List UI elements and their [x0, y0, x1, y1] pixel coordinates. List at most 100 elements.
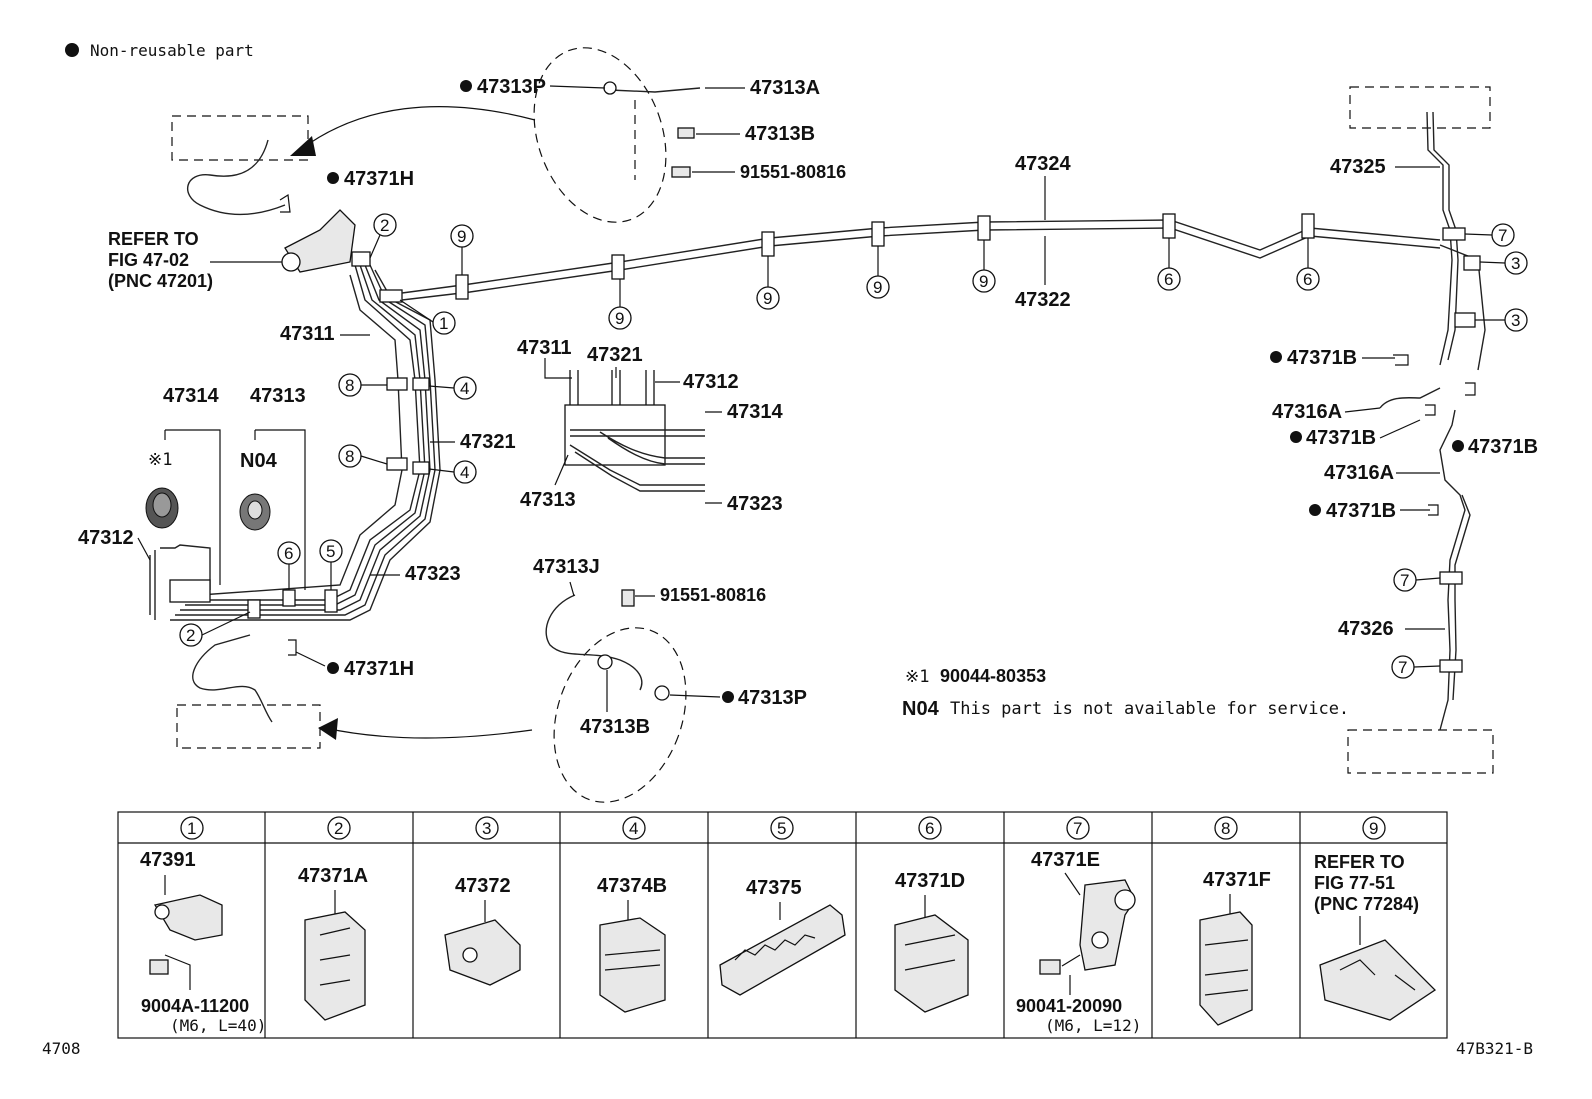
- refer-line1: REFER TO: [108, 229, 199, 249]
- line-47312-loop: [149, 544, 211, 620]
- clip-6-b: [1301, 213, 1315, 239]
- legend-text: Non-reusable part: [90, 41, 254, 60]
- clip-2-upper: [351, 251, 371, 267]
- svg-text:9: 9: [763, 289, 772, 308]
- reference-box-bottom-left: [176, 704, 321, 749]
- callout-7-mid: 7: [1393, 568, 1417, 592]
- svg-text:9: 9: [873, 278, 882, 297]
- table-header-6: 6: [918, 816, 942, 840]
- svg-text:6: 6: [925, 819, 934, 838]
- hose-47313A: [609, 87, 701, 93]
- label-47316A-1: 47316A: [1272, 401, 1342, 423]
- callout-3-b: 3: [1504, 308, 1528, 332]
- cell9-ref1: REFER TO: [1314, 852, 1405, 872]
- note-x1-mark: ※1: [905, 667, 929, 687]
- cell1-sub: 9004A-11200: [141, 996, 249, 1016]
- arrow-head-icon: [318, 718, 338, 740]
- callout-9-d: 9: [866, 275, 890, 299]
- svg-text:5: 5: [777, 819, 786, 838]
- reference-box-top-left: [171, 115, 309, 161]
- label-47371H-bottom: 47371H: [344, 658, 414, 680]
- label-91551-top: 91551-80816: [740, 162, 846, 182]
- arrow-head-icon: [290, 136, 316, 156]
- grommet-x1-icon: [145, 487, 179, 529]
- label-47371B-1: 47371B: [1287, 347, 1357, 369]
- master-cylinder-fitting: [284, 209, 356, 273]
- callout-9-e: 9: [972, 269, 996, 293]
- cell4-part: 47374B: [597, 875, 667, 897]
- cell1-bracket-icon: [153, 894, 223, 941]
- callout-6-a: 6: [1157, 267, 1181, 291]
- clip-47371B-1-icon: [1393, 354, 1409, 366]
- brake-line-47325: [1426, 111, 1486, 371]
- bolt-91551-bottom: [621, 589, 635, 607]
- callout-3-a: 3: [1504, 251, 1528, 275]
- table-header-5: 5: [770, 816, 794, 840]
- table-header-1: 1: [180, 816, 204, 840]
- svg-text:4: 4: [460, 379, 469, 398]
- cell1-bolt-icon: [149, 959, 169, 975]
- bracket-47312: [169, 579, 211, 603]
- clip-table: [117, 811, 1448, 1039]
- clip-47371B-3-icon: [1465, 382, 1476, 396]
- callout-7-top: 7: [1491, 223, 1515, 247]
- callout-5: 5: [319, 539, 343, 563]
- label-47312: 47312: [78, 527, 134, 549]
- svg-text:2: 2: [380, 216, 389, 235]
- svg-text:4: 4: [460, 463, 469, 482]
- cell9-clip-icon: [1319, 939, 1437, 1021]
- nonreusable-dot-icon: [460, 80, 472, 92]
- label-detail-47314: 47314: [727, 401, 783, 423]
- clip-9-e: [977, 215, 991, 241]
- clip-6-left: [282, 589, 296, 607]
- svg-text:2: 2: [186, 626, 195, 645]
- brake-line-47326: [1439, 409, 1466, 731]
- clip-7-top: [1442, 227, 1466, 241]
- clip-47371B-4-icon: [1428, 504, 1439, 516]
- svg-text:4: 4: [629, 819, 638, 838]
- label-detail-47321: 47321: [587, 344, 643, 366]
- clip-2-lower: [247, 599, 261, 619]
- clip-7-low: [1439, 659, 1463, 673]
- cell2-part: 47371A: [298, 865, 368, 887]
- cell3-part: 47372: [455, 875, 511, 897]
- nonreusable-dot-icon: [1452, 440, 1464, 452]
- nonreusable-dot-icon: [65, 43, 79, 57]
- cell6-clip-icon: [894, 914, 969, 1013]
- clip-9-b: [611, 254, 625, 280]
- grommet-n04-icon: [239, 493, 271, 531]
- label-47325: 47325: [1330, 156, 1386, 178]
- cell8-part: 47371F: [1203, 869, 1271, 891]
- arrow-bottom-left: [324, 727, 533, 739]
- clip-47313P-top: [603, 81, 617, 95]
- table-header-7: 7: [1066, 816, 1090, 840]
- table-header-4: 4: [622, 816, 646, 840]
- cell7-part: 47371E: [1031, 849, 1100, 871]
- table-header-3: 3: [475, 816, 499, 840]
- clip-47371H-top: [279, 193, 291, 213]
- cell9-ref2: FIG 77-51: [1314, 873, 1395, 893]
- label-x1: ※1: [148, 450, 172, 470]
- cell2-clip-icon: [304, 911, 366, 1021]
- clip-47371B-2-icon: [1425, 404, 1436, 416]
- svg-text:1: 1: [439, 314, 448, 333]
- footer-right: 47B321-B: [1456, 1039, 1533, 1058]
- flex-hose-bottom-left: [192, 634, 273, 723]
- clip-9-d: [871, 221, 885, 247]
- note-n04-text: This part is not available for service.: [950, 699, 1349, 719]
- callout-4-b: 4: [453, 460, 477, 484]
- clip-7-mid: [1439, 571, 1463, 585]
- note-n04-mark: N04: [902, 698, 940, 720]
- label-47311: 47311: [280, 323, 335, 345]
- cell1-sub2: (M6, L=40): [170, 1016, 266, 1035]
- callout-6-left: 6: [277, 541, 301, 565]
- footer-left: 4708: [42, 1039, 81, 1058]
- nonreusable-dot-icon: [327, 662, 339, 674]
- callout-9-b: 9: [608, 306, 632, 330]
- bolt-47313B-bottom: [597, 654, 613, 670]
- cell5-part: 47375: [746, 877, 802, 899]
- bolt-91551-top: [671, 166, 691, 178]
- label-detail-47311: 47311: [517, 337, 572, 359]
- note-x1-part: 90044-80353: [940, 666, 1046, 686]
